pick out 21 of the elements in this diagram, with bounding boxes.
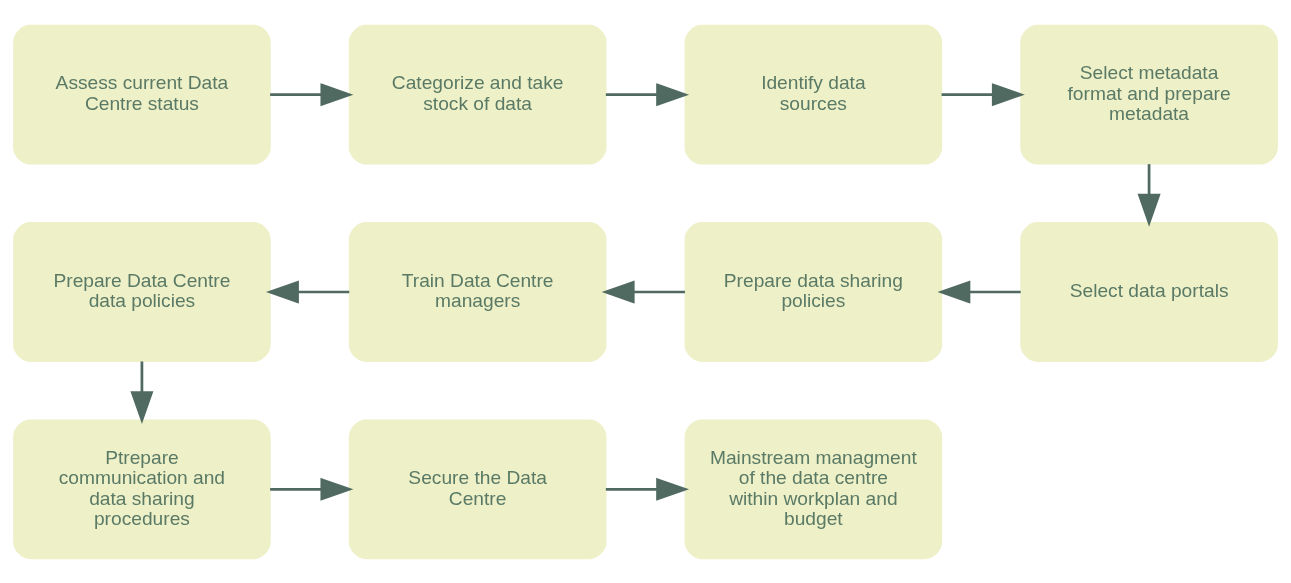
arrow <box>937 279 1021 304</box>
node-box: Prepare Data Centre data policies <box>13 221 271 362</box>
node-box: Secure the Data Centre <box>348 418 607 559</box>
arrow <box>605 82 690 106</box>
node-box: Train Data Centre managers <box>348 221 607 362</box>
arrow <box>130 360 154 424</box>
node-box: Ptrepare communication and data sharing procedures <box>13 418 271 559</box>
arrow <box>270 477 354 501</box>
arrow <box>270 82 354 106</box>
node-box: Select metadata format and prepare metadata <box>1020 24 1278 165</box>
node-box: Assess current Data Centre status <box>13 24 271 165</box>
arrow <box>1137 163 1161 227</box>
arrow <box>605 477 690 501</box>
node-box: Mainstream managment of the data centre within workplan and budget <box>684 418 943 559</box>
node-box: Identify data sources <box>684 24 943 165</box>
arrow <box>941 82 1025 106</box>
arrow <box>601 279 685 304</box>
node-box: Select data portals <box>1020 221 1278 362</box>
node-box: Categorize and take stock of data <box>348 24 607 165</box>
node-box: Prepare data sharing policies <box>684 221 943 362</box>
arrow <box>266 279 350 304</box>
